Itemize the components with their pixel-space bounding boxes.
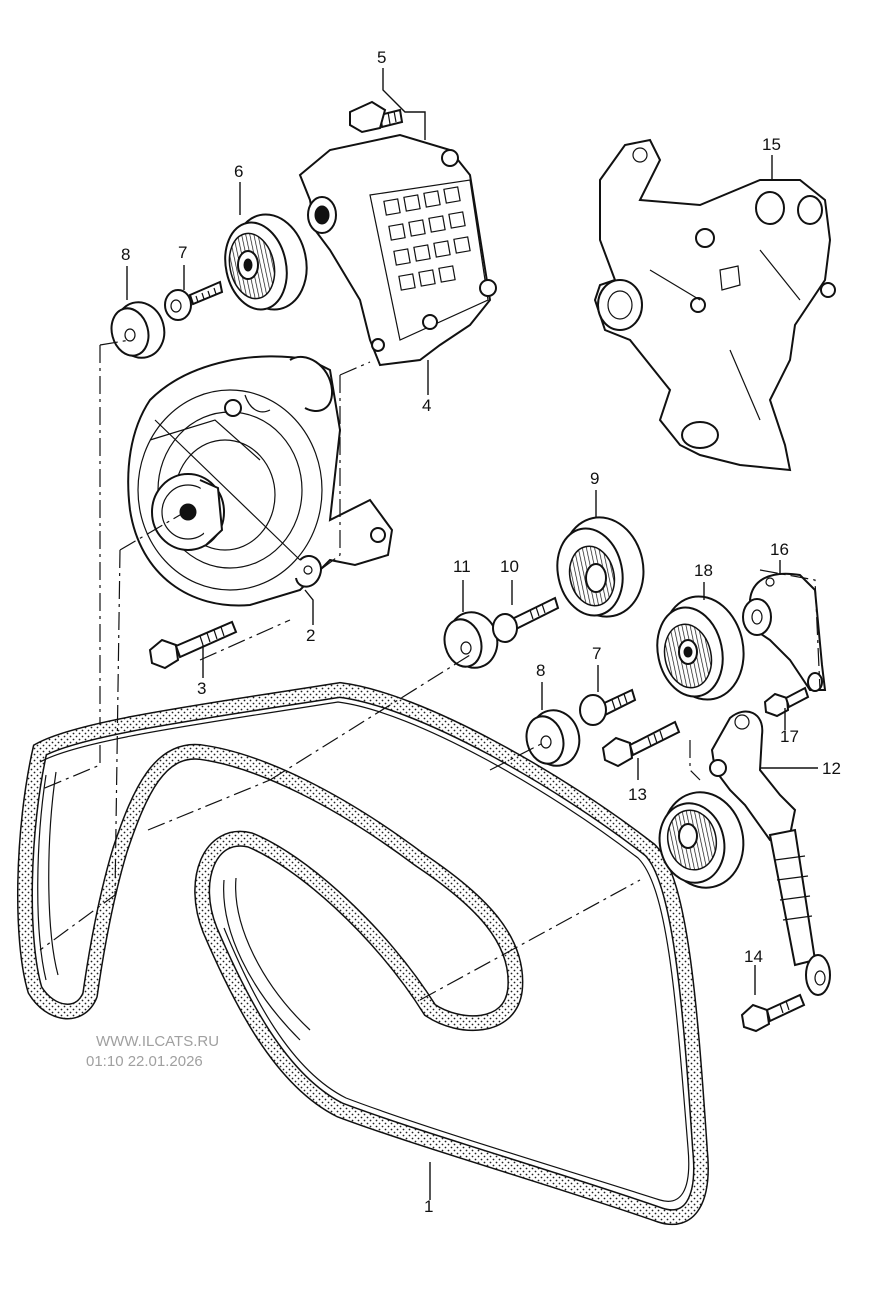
callout-7-top: 7 <box>178 243 187 262</box>
callout-16: 16 <box>770 540 789 559</box>
watermark-datetime: 01:10 22.01.2026 <box>86 1053 203 1070</box>
watermark-site: WWW.ILCATS.RU <box>96 1033 219 1050</box>
bolt-13 <box>601 720 681 768</box>
pulley-9 <box>556 516 645 618</box>
callout-labels: 1 2 3 4 5 6 7 7 8 8 9 10 11 12 13 14 15 … <box>121 48 841 1216</box>
callout-11: 11 <box>453 557 471 576</box>
bolt-10 <box>492 596 560 643</box>
bolt-7-bottom <box>579 688 637 726</box>
washer-11 <box>443 611 499 669</box>
callout-18: 18 <box>694 561 713 580</box>
watermark: WWW.ILCATS.RU 01:10 22.01.2026 <box>86 1033 219 1070</box>
bolt-3 <box>148 620 238 670</box>
pulley-18 <box>656 595 745 701</box>
callout-4: 4 <box>422 396 431 415</box>
alignment-lines <box>39 339 821 1001</box>
callout-12: 12 <box>822 759 841 778</box>
callout-9: 9 <box>590 469 599 488</box>
leader-lines <box>126 68 818 1200</box>
ribbed-belt-1 <box>16 681 709 1226</box>
bolt-5 <box>349 100 404 134</box>
callout-10: 10 <box>500 557 519 576</box>
callout-13: 13 <box>628 785 647 804</box>
callout-8-top: 8 <box>121 245 130 264</box>
callout-3: 3 <box>197 679 206 698</box>
callout-1: 1 <box>424 1197 433 1216</box>
callout-2: 2 <box>306 626 315 645</box>
callout-17: 17 <box>780 727 799 746</box>
bolt-7-top <box>164 280 224 321</box>
bracket-15 <box>593 138 836 472</box>
bolt-17 <box>763 686 810 718</box>
pulley-6 <box>224 213 308 311</box>
callout-8-bottom: 8 <box>536 661 545 680</box>
callout-7-bottom: 7 <box>592 644 601 663</box>
callout-6: 6 <box>234 162 243 181</box>
bracket-4 <box>298 133 497 367</box>
bracket-16 <box>742 572 827 692</box>
tensioner-12 <box>658 710 831 996</box>
callout-5: 5 <box>377 48 386 67</box>
washer-8-top <box>110 301 166 359</box>
washer-8-bottom <box>525 709 581 767</box>
bolt-14 <box>740 993 806 1033</box>
callout-14: 14 <box>744 947 763 966</box>
callout-15: 15 <box>762 135 781 154</box>
alternator <box>127 355 394 607</box>
